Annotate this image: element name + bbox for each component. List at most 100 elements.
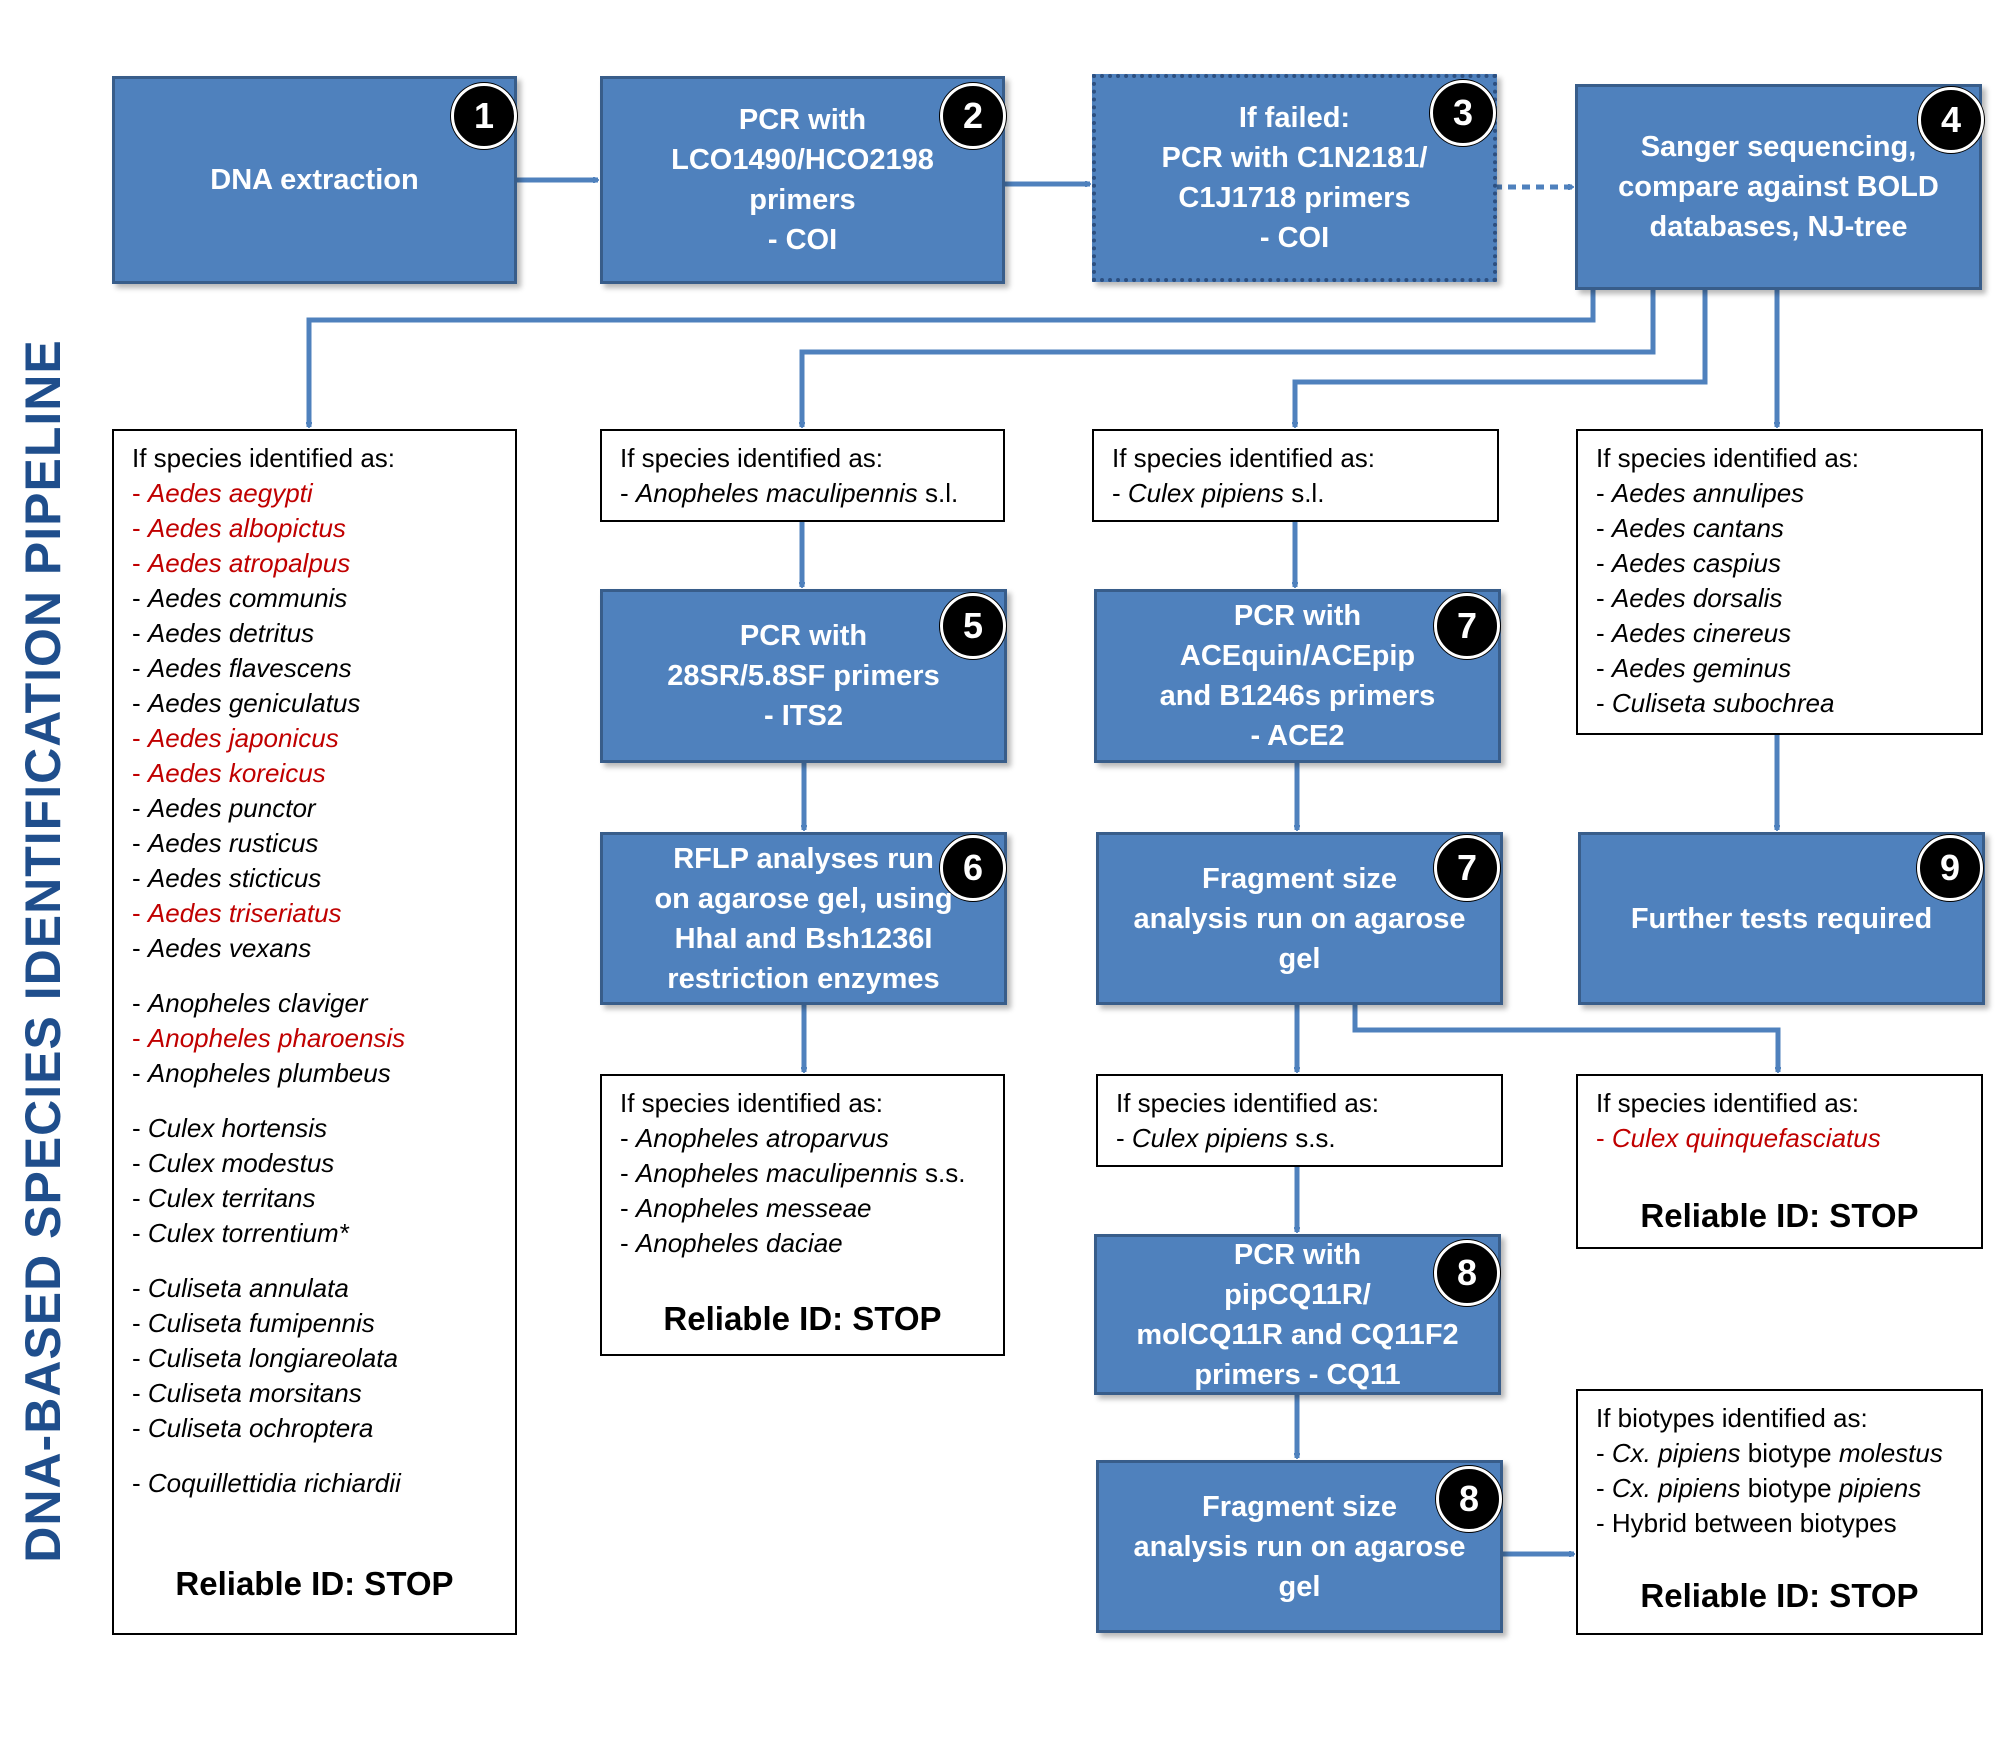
step-text-line: and B1246s primers [1159,680,1436,712]
species-name: Culiseta longiareolata [147,1343,398,1373]
species-name: Aedes albopictus [147,513,346,543]
step-text-line: - ITS2 [764,700,843,732]
step-text-line: gel [1278,1570,1321,1603]
species-item: - Culex hortensis [132,1113,328,1143]
step-text-line: PCR with [738,104,867,136]
step-number-badge: 8 [1434,1240,1500,1306]
species-suffix: s.s. [917,1158,966,1188]
species-item: - Aedes japonicus [132,723,339,753]
step-number-badge: 4 [1918,87,1984,153]
species-item: - Culex modestus [132,1148,335,1178]
species-item: - Aedes dorsalis [1596,583,1783,613]
step-text-line: Further tests required [1630,902,1933,935]
species-name: Coquillettidia richiardii [147,1468,401,1498]
species-name: Anopheles atroparvus [635,1123,889,1153]
step-text-line: If failed: [1238,102,1351,134]
step-text-line: PCR with [1233,600,1362,632]
result-header: If species identified as: [132,443,396,473]
species-name: Anopheles daciae [635,1228,843,1258]
biotype-item: - Cx. pipiens biotype molestus [1596,1438,1943,1468]
species-name: Aedes sticticus [147,863,322,893]
species-name: Anopheles claviger [147,988,368,1018]
species-name: Anopheles messeae [635,1193,872,1223]
result-header: If species identified as: [1596,443,1860,473]
step-text-line: restriction enzymes [667,962,940,995]
species-item: - Aedes detritus [132,618,315,648]
step-number-badge: 8 [1436,1466,1502,1532]
step-number-badge: 2 [940,83,1006,149]
species-name: Culiseta ochroptera [147,1413,374,1443]
species-item: - Aedes annulipes [1596,478,1805,508]
species-item: - Aedes triseriatus [132,898,342,928]
step-text-line: primers - CQ11 [1194,1358,1401,1391]
species-item: - Culiseta longiareolata [132,1343,398,1373]
step-text-line: PCR with C1N2181/ [1161,142,1428,174]
species-name: Aedes koreicus [147,758,326,788]
species-name: Aedes atropalpus [147,548,351,578]
result-box-col2-bottom: If species identified as: - Anopheles at… [600,1074,1005,1356]
species-item: - Aedes cantans [1596,513,1784,543]
species-item: - Anopheles daciae [620,1228,843,1258]
step-text-line: ACEquin/ACEpip [1179,640,1416,672]
step-number-badge: 3 [1430,80,1496,146]
species-suffix: s.s. [1287,1123,1336,1153]
species-name: Cx. pipiens [1611,1473,1741,1503]
result-header: If species identified as: [1596,1088,1860,1118]
pipeline-title: DNA-BASED SPECIES IDENTIFICATION PIPELIN… [15,339,71,1563]
species-item: - Aedes caspius [1596,548,1781,578]
step-text-line: gel [1278,942,1321,975]
species-name: Aedes aegypti [147,478,313,508]
species-name: Aedes japonicus [147,723,339,753]
species-item: - Culiseta ochroptera [132,1413,374,1443]
step-1-box: DNA extraction [112,76,517,284]
species-item: - Anopheles maculipennis s.s. [620,1158,966,1188]
result-box-col4-mid: If species identified as: - Culex quinqu… [1576,1074,1983,1249]
step-7-pcr-box: PCR with ACEquin/ACEpip and B1246s prime… [1094,589,1501,763]
step-8-fragment-box: Fragment size analysis run on agarose ge… [1096,1460,1503,1633]
species-item: - Aedes cinereus [1596,618,1792,648]
species-item: - Anopheles pharoensis [132,1023,406,1053]
arrow-4-to-col2 [802,290,1656,427]
species-item: - Aedes rusticus [132,828,319,858]
species-item: - Aedes punctor [132,793,316,823]
species-item: - Culex quinquefasciatus [1596,1123,1881,1153]
biotype-item: - Hybrid between biotypes [1596,1508,1897,1538]
species-name: Aedes detritus [147,618,315,648]
species-item: - Anopheles atroparvus [620,1123,889,1153]
species-name: Culex torrentium* [147,1218,349,1248]
species-item: - Aedes koreicus [132,758,326,788]
species-item: - Aedes albopictus [132,513,346,543]
step-text-line: databases, NJ-tree [1649,211,1908,243]
step-8-pcr-box: PCR with pipCQ11R/ molCQ11R and CQ11F2 p… [1094,1234,1501,1395]
step-3-box: If failed: PCR with C1N2181/ C1J1718 pri… [1092,74,1497,282]
species-name: Aedes vexans [147,933,312,963]
step-text-line: RFLP analyses run [673,842,934,875]
species-item: - Culex pipiens s.l. [1112,478,1325,508]
step-text-line: pipCQ11R/ [1224,1278,1371,1311]
species-name: Anopheles plumbeus [147,1058,391,1088]
species-name: Aedes cinereus [1611,618,1792,648]
species-item: - Aedes flavescens [132,653,352,683]
step-text-line: - ACE2 [1250,720,1345,752]
step-text-line: Sanger sequencing, [1640,131,1917,163]
step-text-line: compare against BOLD [1618,171,1939,203]
species-item: - Aedes atropalpus [132,548,351,578]
arrow-7b-to-col4-mid [1352,1005,1778,1072]
species-name: Aedes caspius [1611,548,1781,578]
arrow-4-to-col1 [309,290,1596,427]
species-name: Aedes geniculatus [147,688,361,718]
biotype-name: molestus [1838,1438,1943,1468]
step-number-badge: 7 [1434,835,1500,901]
step-text-line: C1J1718 primers [1178,182,1411,214]
species-name: Aedes annulipes [1611,478,1805,508]
species-item: - Culex pipiens s.s. [1116,1123,1336,1153]
species-name: Anopheles pharoensis [147,1023,406,1053]
species-name: Culex pipiens [1127,478,1284,508]
species-name: Culiseta fumipennis [147,1308,375,1338]
step-number-badge: 6 [940,835,1006,901]
step-text-line: Fragment size [1202,862,1397,895]
species-name: Anopheles maculipennis [635,478,918,508]
species-item: - Aedes vexans [132,933,312,963]
species-name: Anopheles maculipennis [635,1158,918,1188]
species-name: Aedes geminus [1611,653,1792,683]
